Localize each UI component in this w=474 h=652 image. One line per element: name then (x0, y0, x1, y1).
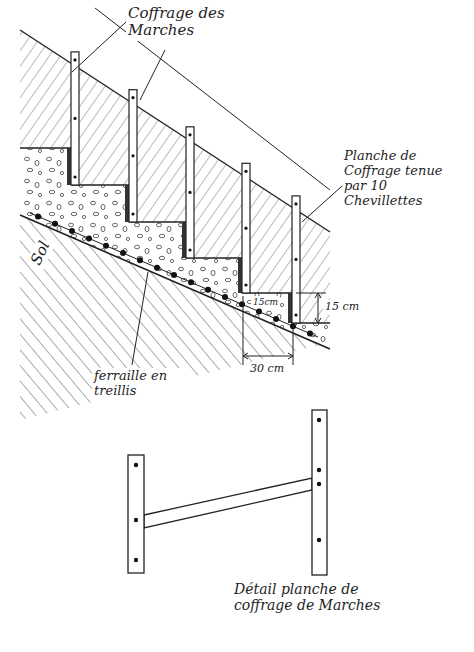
nail-dot (294, 313, 297, 316)
rebar-dot (239, 301, 245, 307)
dimension-label: 15 cm (323, 300, 361, 315)
stake (186, 127, 194, 258)
nail-dot (73, 175, 76, 178)
dimension-30 (243, 296, 293, 365)
nail-dot (317, 468, 321, 472)
rebar-label: ferraille en treillis (92, 368, 188, 400)
leader-lines (72, 22, 342, 365)
nail-dot (73, 117, 76, 120)
detail-formwork-board (128, 410, 327, 575)
dimension-label: 15cm (251, 296, 280, 308)
rebar-dot (86, 235, 92, 241)
rebar-dot (222, 294, 228, 300)
rebar-dot (188, 279, 194, 285)
nail-dots (134, 418, 321, 562)
rebar-dot (137, 257, 143, 263)
rebar-dot (256, 309, 262, 315)
nail-dot (131, 96, 134, 99)
nail-dot (131, 212, 134, 215)
rebar-dot (103, 243, 109, 249)
nail-dot (134, 558, 138, 562)
rebar-dots (35, 213, 313, 336)
rebar-dot (35, 213, 41, 219)
nail-dot (244, 227, 247, 230)
nail-dot (294, 202, 297, 205)
nail-dot (188, 191, 191, 194)
nail-dot (73, 58, 76, 61)
rebar-dot (171, 272, 177, 278)
formwork-label: Coffrage des Marches (126, 4, 230, 41)
detail-caption: Détail planche de coffrage de Marches (232, 580, 396, 614)
rebar-line (30, 213, 318, 337)
stake (242, 163, 250, 293)
rebar-dot (307, 331, 313, 337)
nail-dot (188, 133, 191, 136)
nail-dot (317, 418, 321, 422)
dimension-label: 30 cm (248, 362, 286, 377)
nail-dot (131, 154, 134, 157)
rebar-dot (154, 265, 160, 271)
nail-dot (317, 538, 321, 542)
rebar-dot (69, 228, 75, 234)
board-label: Planche de Coffrage tenue par 10 Chevill… (342, 148, 470, 210)
stake (129, 90, 137, 222)
nail-dot (244, 283, 247, 286)
nail-dot (134, 463, 138, 467)
nail-dot (188, 248, 191, 251)
nail-dot (294, 258, 297, 261)
rebar-dot (273, 316, 279, 322)
dimension-15 (296, 293, 326, 323)
nail-dot (244, 170, 247, 173)
soil (20, 215, 320, 420)
soil-line (20, 215, 330, 349)
rebar-dot (205, 287, 211, 293)
rebar-dot (52, 221, 58, 227)
nail-dot (134, 518, 138, 522)
stake (292, 196, 300, 323)
rebar-dot (120, 250, 126, 256)
nail-dot (317, 482, 321, 486)
stakes (67, 52, 300, 323)
